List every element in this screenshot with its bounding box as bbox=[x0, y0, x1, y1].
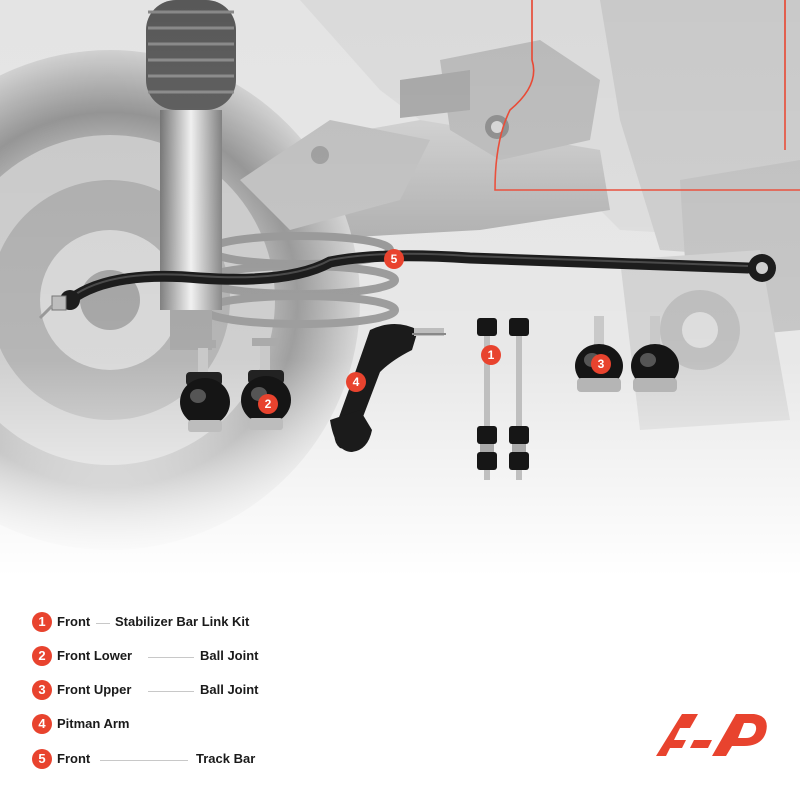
legend-item-2: 2 Front Lower Ball Joint bbox=[32, 646, 292, 668]
legend-position: Front bbox=[57, 614, 91, 629]
callout-1: 1 bbox=[481, 345, 501, 365]
legend-item-5: 5 Front Track Bar bbox=[32, 749, 292, 771]
callout-2: 2 bbox=[258, 394, 278, 414]
upper-ball-joints bbox=[575, 316, 679, 392]
leader-line bbox=[148, 691, 194, 692]
legend-part: Ball Joint bbox=[200, 648, 259, 663]
legend-badge: 4 bbox=[32, 714, 52, 734]
ap-brand-logo-icon bbox=[656, 714, 767, 756]
legend-badge: 1 bbox=[32, 612, 52, 632]
legend-item-4: 4 Pitman Arm bbox=[32, 714, 292, 736]
leader-line bbox=[96, 623, 110, 624]
legend-part: Ball Joint bbox=[200, 682, 259, 697]
legend-position: Front Upper bbox=[57, 682, 132, 697]
legend-part: Track Bar bbox=[196, 751, 256, 766]
legend-position: Front Lower bbox=[57, 648, 133, 663]
pitman-arm bbox=[330, 324, 446, 452]
lower-ball-joints bbox=[180, 338, 291, 432]
stabilizer-links bbox=[477, 318, 529, 480]
callout-5: 5 bbox=[384, 249, 404, 269]
legend-position: Pitman Arm bbox=[57, 716, 130, 731]
legend-part: Stabilizer Bar Link Kit bbox=[115, 614, 250, 629]
legend-badge: 3 bbox=[32, 680, 52, 700]
legend-badge: 2 bbox=[32, 646, 52, 666]
legend-item-3: 3 Front Upper Ball Joint bbox=[32, 680, 292, 702]
leader-line bbox=[100, 760, 188, 761]
leader-line bbox=[148, 657, 194, 658]
callout-3: 3 bbox=[591, 354, 611, 374]
legend-badge: 5 bbox=[32, 749, 52, 769]
track-bar bbox=[38, 250, 776, 320]
legend-item-1: 1 Front Stabilizer Bar Link Kit bbox=[32, 612, 292, 634]
callout-4: 4 bbox=[346, 372, 366, 392]
legend-position: Front bbox=[57, 751, 91, 766]
